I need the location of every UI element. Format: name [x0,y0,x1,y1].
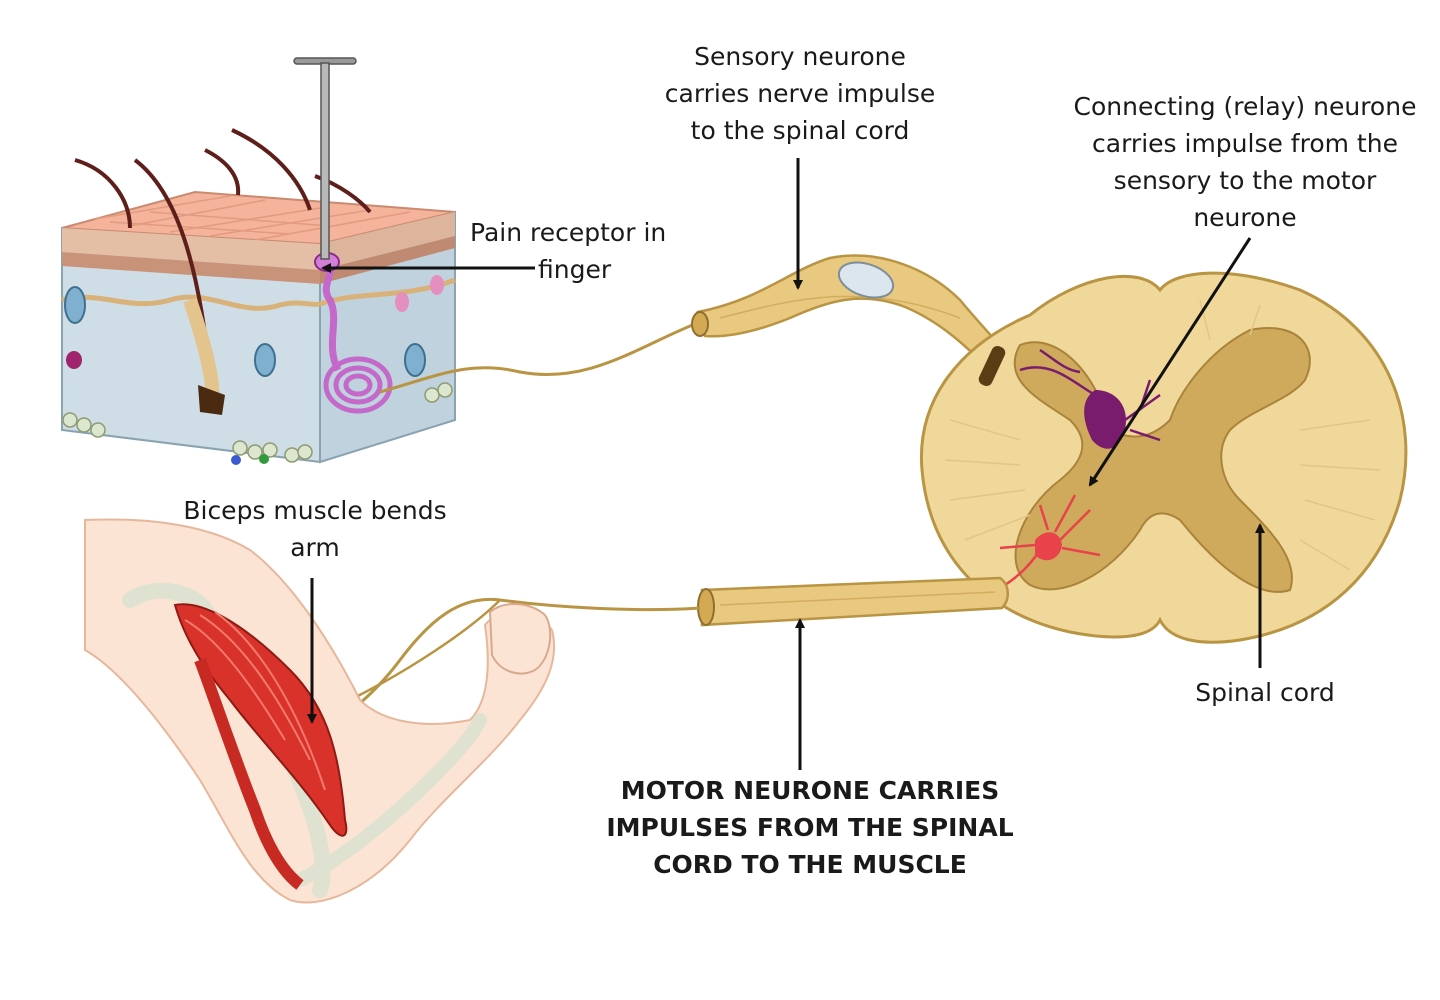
spinal-cord-section [919,271,1408,644]
relay-line-4: neurone [1193,203,1297,232]
skin-block [61,57,456,465]
relay-line-2: carries impulse from the [1092,129,1398,158]
biceps-line-2: arm [290,533,340,562]
pain-line-1: Pain receptor in [470,218,667,247]
biceps-label: Biceps muscle bends arm [165,492,465,566]
sensory-line-3: to the spinal cord [690,116,910,145]
motor-line-3: CORD TO THE MUSCLE [653,850,967,879]
annotation-arrows [307,158,1265,770]
pain-receptor-label: Pain receptor in finger [470,214,685,288]
sensory-line-2: carries nerve impulse [664,79,936,108]
biceps-line-1: Biceps muscle bends [183,496,447,525]
motor-neurone [274,576,1009,737]
sensory-line-1: Sensory neurone [694,42,906,71]
motor-neurone-label: MOTOR NEURONE CARRIES IMPULSES FROM THE … [590,772,1030,883]
relay-arrow [1088,237,1252,487]
relay-line-1: Connecting (relay) neurone [1073,92,1417,121]
relay-line-3: sensory to the motor [1113,166,1377,195]
motor-line-2: IMPULSES FROM THE SPINAL [606,813,1014,842]
motor-line-1: MOTOR NEURONE CARRIES [620,776,1000,805]
sensory-neurone-label: Sensory neurone carries nerve impulse to… [640,38,960,149]
pain-line-2: finger [538,255,612,284]
spinal-cord-label: Spinal cord [1170,674,1360,711]
spinal-line-1: Spinal cord [1195,678,1335,707]
relay-neurone-label: Connecting (relay) neurone carries impul… [1060,88,1430,236]
arm-illustration [84,518,556,904]
